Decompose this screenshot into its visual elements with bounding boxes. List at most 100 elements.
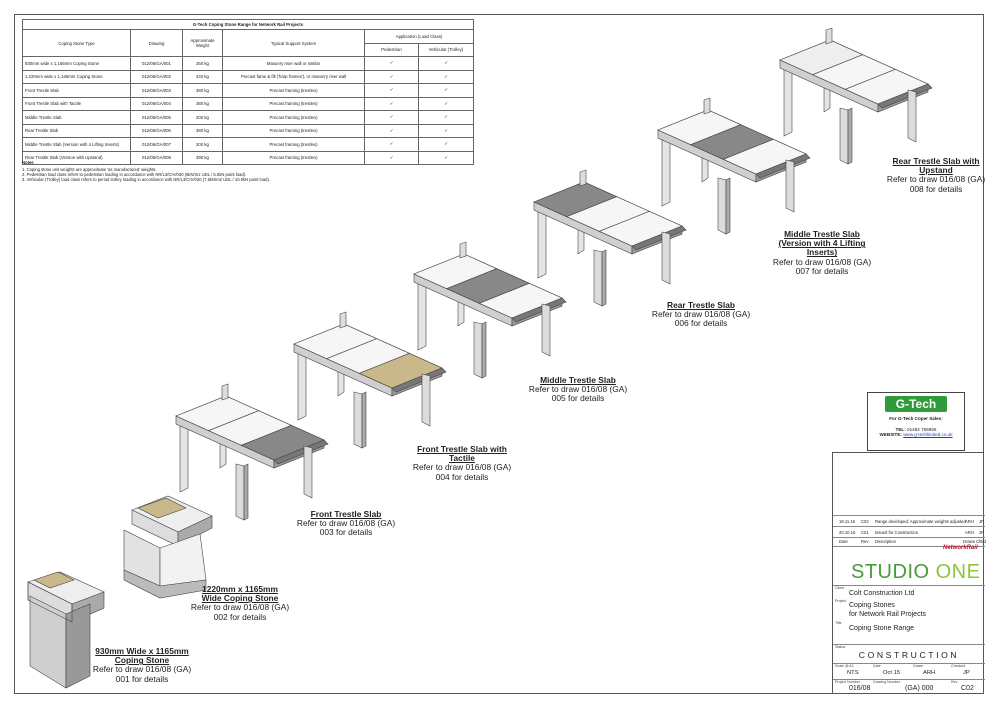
status-label: Status <box>835 645 846 649</box>
coping-stone-930-drawing <box>27 571 105 689</box>
note-item: 2. Pedestrian load class refers to pedes… <box>22 172 247 177</box>
drawing-frame <box>14 14 984 694</box>
rev-header-chkd: Chkd <box>976 539 986 544</box>
rev-chkd: JP <box>979 519 984 524</box>
middle-trestle-slab-drawing <box>413 241 567 379</box>
studio-one-logo: STUDIO ONE <box>851 561 980 584</box>
client-label: Client <box>835 586 845 590</box>
cell-support: Precast framing (trestles) <box>222 150 365 165</box>
gtech-contact-box: G-Tech For G-Tech Coper Sales: TEL: 0148… <box>867 392 965 451</box>
revision-row: 20.10.15 C01 Issued for Construction ARH… <box>833 526 985 538</box>
status-value: CONSTRUCTION <box>858 650 960 660</box>
client-name: Colt Construction Ltd <box>849 590 915 597</box>
label-ref: 001 for details <box>115 673 169 684</box>
title-label: Title <box>835 621 842 625</box>
web-label: WEBSITE: <box>879 432 902 437</box>
drawno-value: (GA) 000 <box>905 685 934 692</box>
rev-drawn: ARH <box>965 530 974 535</box>
label-title: (Version with 4 Lifting <box>778 238 866 249</box>
label-title: Rear Trestle Slab <box>667 300 735 310</box>
studio-word: STUDIO <box>851 561 930 583</box>
label-ref: Refer to draw 016/08 (GA) <box>296 518 396 529</box>
label-ref: Refer to draw 016/08 (GA) <box>412 462 512 473</box>
note-item: 1. Coping stone unit weights are approxi… <box>22 167 157 172</box>
header-weight: Approximate Weight <box>182 29 223 57</box>
label-ref: 002 for details <box>213 611 267 622</box>
rear-trestle-slab-drawing <box>533 169 687 307</box>
header-application: Application (Load Class) <box>363 29 475 44</box>
label-ref: Refer to draw 016/08 (GA) <box>651 309 751 320</box>
tel-label: TEL: <box>895 427 906 432</box>
label-title: 1220mm x 1165mm <box>202 584 278 594</box>
gtech-sales: For G-Tech Coper Sales: <box>889 416 943 421</box>
rev-code: C02 <box>861 519 869 524</box>
label-title: Rear Trestle Slab with <box>892 156 980 166</box>
label-002: 1220mm x 1165mm Wide Coping Stone Refer … <box>170 584 310 622</box>
label-title: Wide Coping Stone <box>201 593 279 604</box>
scale-label: Scale @ A1 <box>835 664 854 668</box>
number-section <box>833 679 985 680</box>
rev-desc: Range developed; Approximate weights adj… <box>875 519 966 524</box>
front-trestle-tactile-drawing <box>293 311 447 449</box>
label-ref: 005 for details <box>551 393 605 404</box>
projno-label: Project Number <box>835 680 860 684</box>
scale-value: NTS <box>847 670 859 676</box>
table-row: Rear Trestle Slab (Version with Upstand)… <box>22 150 475 165</box>
tel-number: 01482 755855 <box>907 427 937 432</box>
cell-veh: ✓ <box>417 150 475 165</box>
scale-section <box>833 663 985 664</box>
label-title: Coping Stone <box>114 655 170 666</box>
drawn-label: Drawn <box>913 664 924 668</box>
label-ref: 006 for details <box>674 318 728 329</box>
one-word: ONE <box>935 561 981 583</box>
rev-date: 18.11.15 <box>839 519 855 524</box>
rev-date: 20.10.15 <box>839 530 856 535</box>
notes-heading: Notes <box>22 160 34 165</box>
middle-trestle-lifting-drawing <box>657 97 811 235</box>
gtech-web: WEBSITE: www.g-techlimited.co.uk <box>868 432 964 437</box>
status-section <box>833 644 985 645</box>
label-title: Inserts) <box>806 247 838 258</box>
project-line2: for Network Rail Projects <box>849 611 927 618</box>
cell-weight: 390 kg <box>182 150 223 165</box>
rev-label: Rev <box>951 680 958 684</box>
revision-header: Date Rev Description Drawn Chkd <box>833 537 986 547</box>
label-ref: 007 for details <box>795 265 849 276</box>
gtech-logo: G-Tech <box>885 396 947 412</box>
gtech-tel: TEL: 01482 755855 <box>868 427 964 432</box>
notes: Notes 1. Coping stone unit weights are a… <box>22 160 322 182</box>
rev-header-desc: Description <box>875 539 896 544</box>
header-drawing: Drawing <box>130 29 183 57</box>
rev-code: C01 <box>861 530 869 535</box>
checked-label: Checked <box>951 664 966 668</box>
drawn-value: ARH <box>923 670 936 676</box>
drawno-label: Drawing Number <box>873 680 900 684</box>
rev-value: C02 <box>961 685 974 692</box>
label-ref: Refer to draw 016/08 (GA) <box>772 256 872 267</box>
title-block: 18.11.15 C02 Range developed; Approximat… <box>832 452 986 694</box>
label-title: 930mm Wide x 1165mm <box>95 646 189 656</box>
note-item: 3. Vehicular (Trolley) load class refers… <box>22 177 271 182</box>
rev-header-rev: Rev <box>861 539 869 544</box>
label-006: Rear Trestle Slab Refer to draw 016/08 (… <box>631 300 771 329</box>
drawing-title: Coping Stone Range <box>849 625 914 632</box>
label-title: Middle Trestle Slab <box>784 229 860 239</box>
coping-range-table: G-Tech Coping Stone Range for Network Ra… <box>21 19 475 165</box>
label-004: Front Trestle Slab with Tactile Refer to… <box>392 444 532 482</box>
website-link[interactable]: www.g-techlimited.co.uk <box>903 432 953 437</box>
label-001: 930mm Wide x 1165mm Coping Stone Refer t… <box>72 646 212 684</box>
rev-chkd: JP <box>979 530 984 535</box>
date-label: Date <box>873 664 881 668</box>
label-ref: Refer to draw 016/08 (GA) <box>528 384 628 395</box>
rear-trestle-upstand-drawing <box>779 27 933 165</box>
project-label: Project <box>835 599 847 603</box>
date-value: Oct 15 <box>883 670 901 676</box>
label-007: Middle Trestle Slab (Version with 4 Lift… <box>752 229 892 276</box>
label-ref: Refer to draw 016/08 (GA) <box>886 174 986 185</box>
projno-value: 016/08 <box>849 685 871 692</box>
